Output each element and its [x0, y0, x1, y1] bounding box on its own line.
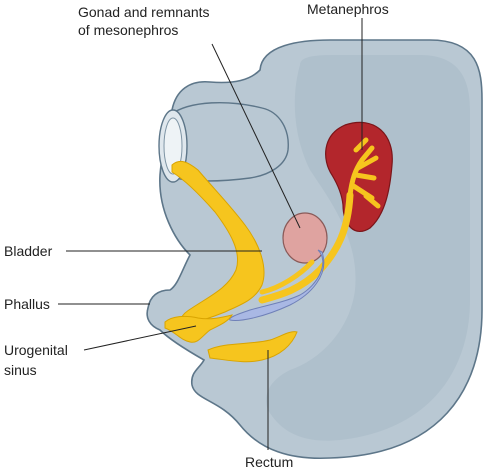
ureter: [258, 191, 354, 304]
label-gonad-line2: of mesonephros: [78, 22, 178, 38]
leader-urogenital: [83, 325, 197, 351]
gonad: [282, 212, 328, 264]
urogenital-sinus: [164, 314, 234, 343]
mesonephric-remnant: [229, 249, 325, 321]
label-rectum: Rectum: [245, 454, 293, 470]
label-gonad-line1: Gonad and remnants: [78, 4, 210, 20]
body-cavity-shade: [266, 55, 470, 441]
hindgut-tube: [169, 101, 289, 182]
label-urogenital-line1: Urogenital: [4, 342, 68, 358]
mesonephric-duct: [259, 259, 315, 295]
label-bladder: Bladder: [4, 243, 53, 259]
renal-calyces: [347, 137, 381, 209]
leader-gonad: [211, 43, 301, 229]
label-phallus: Phallus: [4, 296, 50, 312]
label-metanephros: Metanephros: [307, 1, 389, 17]
rectum: [207, 331, 298, 363]
label-urogenital-line2: sinus: [4, 362, 37, 378]
